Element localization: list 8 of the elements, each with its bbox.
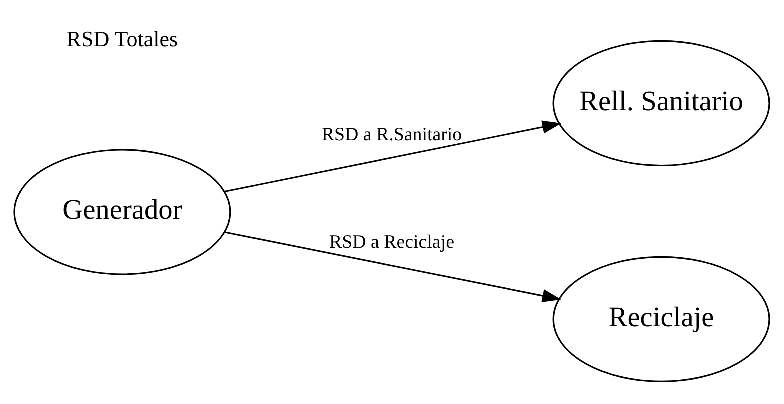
node-ellipse: Rell. Sanitario bbox=[552, 40, 770, 167]
label: RSD Totales bbox=[66, 26, 178, 52]
node-ellipse: Reciclaje bbox=[552, 256, 770, 382]
edge-label: RSD a Reciclaje bbox=[330, 232, 454, 253]
edge-label: RSD a R.Sanitario bbox=[322, 124, 462, 146]
arrow bbox=[224, 120, 562, 193]
node-ellipse: Generador bbox=[14, 149, 232, 276]
arrow bbox=[224, 232, 562, 303]
